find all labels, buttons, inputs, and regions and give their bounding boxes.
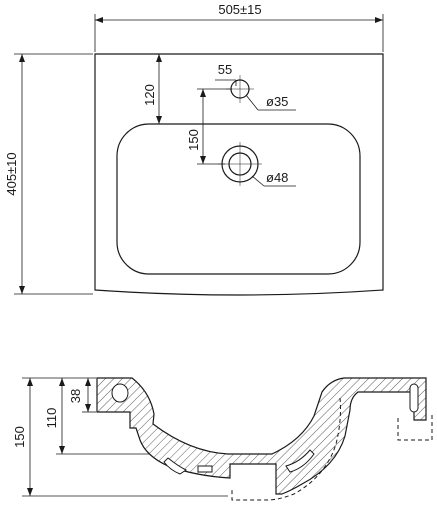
overflow-hole: [111, 383, 129, 403]
drain-offset-dimension: 150: [186, 88, 232, 165]
rim-cavity: [409, 383, 419, 413]
width-dimension: 505±15: [94, 2, 384, 52]
basin-outline: [94, 53, 384, 296]
drain-hole: ø48: [218, 142, 296, 187]
rim-height-dimension: 110: [44, 378, 150, 455]
bracket-outline: [231, 397, 433, 501]
tap-back-dimension: 120: [142, 54, 162, 124]
drain-hole-label: ø48: [266, 170, 288, 185]
section-view: 150 110 38: [12, 377, 433, 501]
tap-back-label: 120: [142, 84, 157, 106]
section-body: [96, 377, 427, 495]
depth-label: 405±10: [4, 152, 19, 195]
drain-offset-label: 150: [186, 129, 201, 151]
bowl-outline: [116, 123, 361, 275]
tap-hole: 55 ø35: [215, 62, 296, 111]
width-label: 505±15: [218, 2, 261, 17]
depth-dimension: 405±10: [4, 53, 93, 295]
top-view: 505±15 405±10 120 55 ø3: [4, 2, 384, 296]
rim-height-label: 110: [44, 408, 59, 429]
total-height-dimension: 150: [12, 377, 228, 497]
tap-offset-label: 55: [218, 62, 232, 77]
tap-hole-label: ø35: [266, 94, 288, 109]
total-height-label: 150: [12, 426, 27, 448]
overflow-label: 38: [68, 389, 83, 403]
overflow-dimension: 38: [68, 378, 96, 413]
